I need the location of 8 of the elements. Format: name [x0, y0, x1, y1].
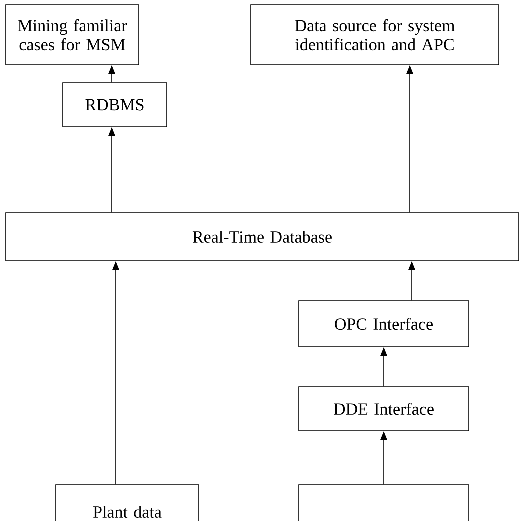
- process-box: OPC Interface: [298, 300, 470, 348]
- process-box: Real-Time Database: [6, 212, 520, 262]
- process-box: Plant data: [56, 484, 200, 521]
- process-box: RDBMS: [62, 82, 168, 128]
- process-box: Data source for system identification and APC: [250, 4, 500, 66]
- process-box: [298, 484, 470, 521]
- process-box: DDE Interface: [298, 386, 470, 432]
- process-box: Mining familiar cases for MSM: [6, 4, 140, 66]
